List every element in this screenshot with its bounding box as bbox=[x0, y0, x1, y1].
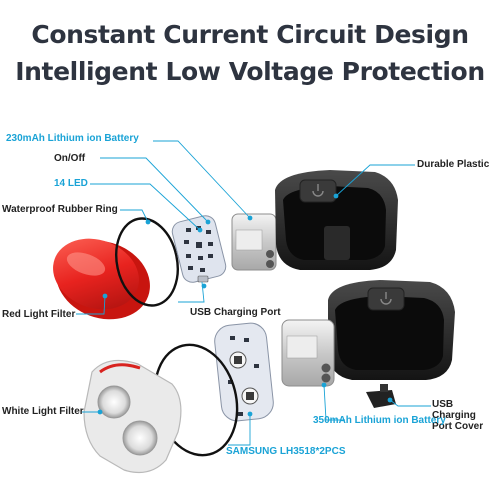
leader-dots bbox=[97, 193, 393, 417]
led-board-bottom bbox=[214, 322, 274, 422]
label-waterproof-rubber-ring: Waterproof Rubber Ring bbox=[2, 204, 118, 215]
leader-lines bbox=[76, 140, 431, 446]
waterproof-rubber-ring-top bbox=[115, 217, 179, 307]
label-battery-350mah: 350mAh Lithium ion Battery bbox=[313, 415, 446, 426]
battery-230mah bbox=[231, 213, 277, 271]
white-light-filter bbox=[83, 359, 182, 473]
label-14-led: 14 LED bbox=[54, 178, 88, 189]
housing-bottom bbox=[328, 280, 455, 380]
label-usb-charging-port: USB Charging Port bbox=[190, 307, 281, 318]
housing-top bbox=[275, 170, 398, 270]
headline-line-2: Intelligent Low Voltage Protection bbox=[15, 57, 485, 86]
label-samsung-led: SAMSUNG LH3518*2PCS bbox=[226, 446, 346, 457]
label-on-off: On/Off bbox=[54, 153, 86, 164]
led-board-top bbox=[171, 215, 227, 283]
label-red-light-filter: Red Light Filter bbox=[2, 309, 76, 320]
usb-port-cover bbox=[366, 384, 396, 408]
battery-350mah bbox=[281, 319, 335, 387]
headline-line-1: Constant Current Circuit Design bbox=[31, 20, 469, 49]
label-white-light-filter: White Light Filter bbox=[2, 406, 84, 417]
label-durable-plastic: Durable Plastic bbox=[417, 159, 490, 170]
label-battery-230mah: 230mAh Lithium ion Battery bbox=[6, 133, 139, 144]
red-light-filter bbox=[53, 238, 150, 320]
label-usb-port-cover: USB Charging Port Cover bbox=[432, 399, 484, 432]
